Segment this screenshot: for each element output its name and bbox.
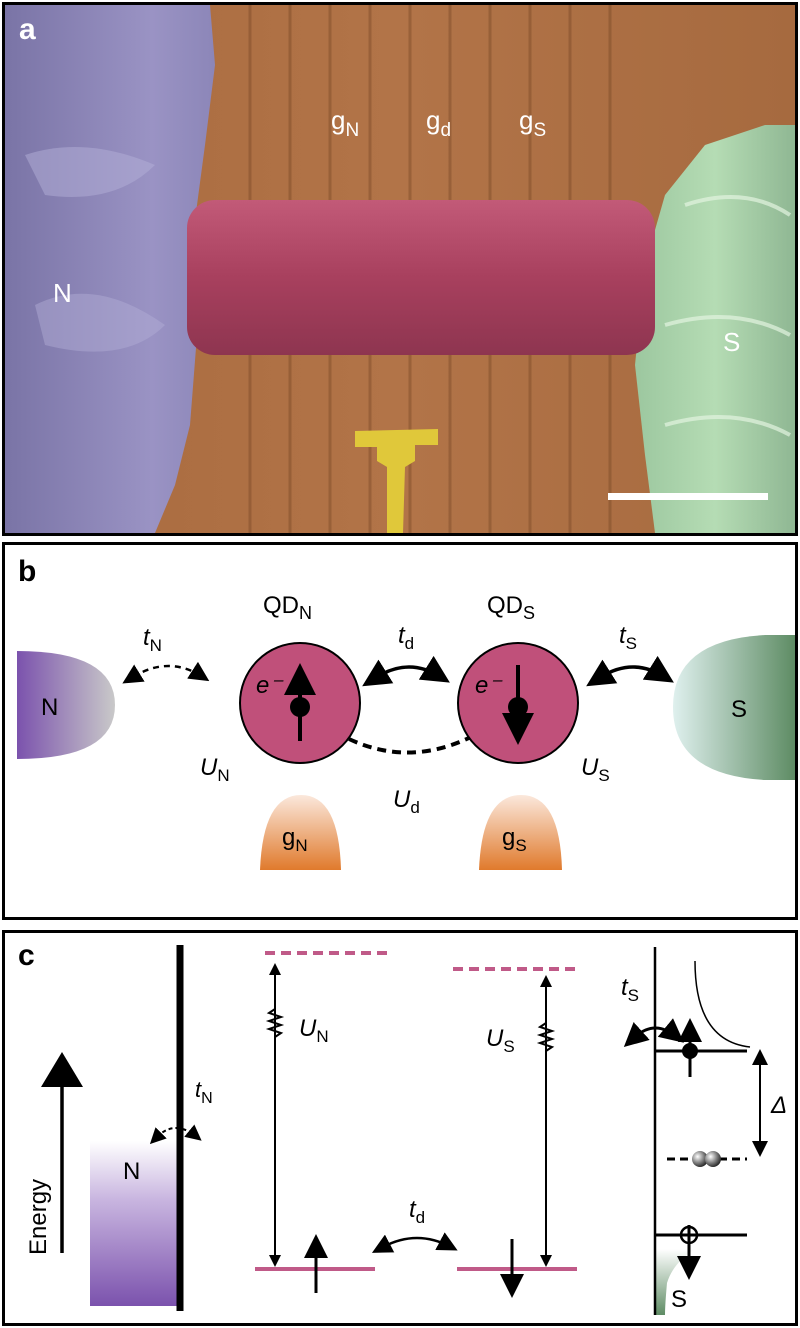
gate-label-n: gN [282, 824, 308, 855]
tunnel-label-tN: tN [143, 624, 162, 655]
panel-a-sem-image: gN gd gS N S a [2, 2, 798, 536]
electron-s [508, 697, 528, 717]
normal-band-label: N [123, 1158, 140, 1185]
superconductor-upper-dos [694, 960, 751, 1048]
superconducting-lead-contact [635, 125, 795, 533]
charging-label-un: UN [200, 754, 230, 785]
double-dot-schematic: N S tN td tS QDN QDS Ud e⁻ e⁻ UN US gN [17, 592, 795, 870]
gate-label-gN: gN [331, 105, 359, 141]
cooper-pair-electron-1 [692, 1151, 708, 1167]
superconductor-label: S [671, 1286, 687, 1313]
tunnel-label-td: td [409, 1196, 425, 1227]
panel-letter-c: c [18, 939, 35, 972]
lead-label-n: N [53, 278, 72, 308]
tunnel-label-tN: tN [195, 1077, 213, 1107]
superconductor-lower-dos [655, 1249, 695, 1315]
gate-electrode-n [260, 795, 341, 870]
superconducting-lead-label: S [731, 696, 747, 723]
cooper-pair-electron-2 [705, 1151, 721, 1167]
superconducting-lead [673, 635, 795, 780]
tunnel-coupling-s-arc [586, 655, 674, 687]
energy-axis-label: Energy [25, 1179, 52, 1255]
tunnel-n-arc [149, 1124, 202, 1145]
gate-electrode-s [479, 795, 562, 870]
sem-image: gN gd gS N S [5, 5, 795, 533]
normal-lead [17, 651, 115, 759]
interdot-label-ud: Ud [393, 786, 420, 817]
tunnel-coupling-d-arc [362, 655, 450, 687]
panel-letter-a: a [19, 13, 36, 46]
energy-level-diagram: Energy N tN UN US td [25, 945, 787, 1315]
gate-label-gS: gS [519, 105, 546, 141]
panel-c-energy-diagram: Energy N tN UN US td [2, 930, 798, 1326]
tunnel-label-tS: tS [619, 622, 637, 653]
tunnel-label-tS: tS [621, 974, 639, 1005]
normal-lead-contact [5, 5, 215, 533]
gate-label-s: gS [502, 824, 527, 855]
charging-label-us: US [581, 754, 610, 785]
interdot-interaction-curve [348, 735, 472, 755]
charging-label-un: UN [299, 1015, 329, 1046]
gate-label-gd: gd [426, 105, 451, 141]
normal-lead-band [90, 1141, 178, 1306]
panel-letter-b: b [18, 555, 37, 588]
dot-label-qdn: QDN [263, 592, 312, 623]
electron-label-n: e⁻ [256, 672, 284, 699]
scale-bar [608, 493, 768, 500]
charging-energy-n-zigzag [265, 1008, 285, 1038]
nanowire [187, 200, 655, 355]
tunnel-coupling-n-arc [122, 661, 210, 684]
lead-label-s: S [723, 327, 740, 357]
tunnel-label-td: td [398, 622, 414, 653]
dot-label-qds: QDS [487, 592, 535, 623]
charging-energy-s-zigzag [536, 1022, 556, 1052]
normal-lead-label: N [41, 694, 58, 721]
tunnel-s-arc [623, 1018, 684, 1048]
panel-b-schematic: N S tN td tS QDN QDS Ud e⁻ e⁻ UN US gN [2, 542, 798, 920]
bottom-gate-electrode [355, 429, 438, 533]
electron-label-s: e⁻ [475, 672, 503, 699]
tunnel-d-arc [371, 1232, 458, 1253]
electron-n [290, 697, 310, 717]
gap-label: Δ [770, 1092, 787, 1119]
charging-label-us: US [486, 1025, 515, 1056]
